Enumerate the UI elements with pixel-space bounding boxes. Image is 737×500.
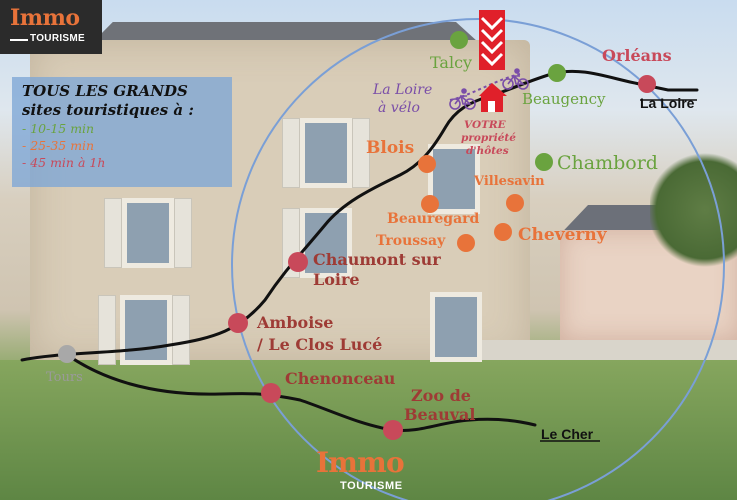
shutter bbox=[172, 295, 190, 365]
label-beauval-2: Beauval bbox=[404, 405, 475, 424]
label-blois: Blois bbox=[366, 138, 414, 158]
loire-route bbox=[20, 69, 699, 362]
label-cheverny: Cheverny bbox=[518, 225, 608, 245]
bicycle-icon bbox=[502, 68, 529, 90]
label-velo-2: à vélo bbox=[378, 100, 420, 116]
house-marker-icon bbox=[479, 83, 507, 112]
marker-beauregard bbox=[421, 195, 439, 213]
label-amboise-2: / Le Clos Lucé bbox=[257, 335, 382, 354]
label-beauval-1: Zoo de bbox=[411, 386, 471, 405]
legend-title-2: sites touristiques à : bbox=[22, 101, 194, 119]
label-beaugency: Beaugency bbox=[522, 90, 606, 108]
tree bbox=[650, 150, 737, 270]
property-line-2: propriété bbox=[461, 132, 516, 144]
label-talcy: Talcy bbox=[430, 53, 472, 72]
marker-villesavin bbox=[506, 194, 524, 212]
marker-cheverny bbox=[494, 223, 512, 241]
marker-orleans bbox=[638, 75, 656, 93]
marker-amboise bbox=[228, 313, 248, 333]
label-beauregard: Beauregard bbox=[387, 211, 480, 227]
travel-radius-circle bbox=[231, 18, 725, 500]
brand-logo-bottom: Immo TOURISME bbox=[312, 446, 426, 500]
label-chenonceau: Chenonceau bbox=[285, 369, 396, 388]
legend-item-red: - 45 min à 1h bbox=[22, 155, 106, 170]
legend-item-green: - 10-15 min bbox=[22, 121, 95, 136]
label-chaumont-2: Loire bbox=[313, 270, 360, 289]
label-river-cher: Le Cher bbox=[541, 426, 594, 442]
marker-beaugency bbox=[548, 64, 566, 82]
marker-talcy bbox=[450, 31, 468, 49]
label-velo-1: La Loire bbox=[372, 82, 432, 98]
label-chambord: Chambord bbox=[557, 152, 658, 174]
brand-name: Immo bbox=[10, 5, 80, 31]
label-river-loire: La Loire bbox=[640, 95, 695, 111]
brand-divider bbox=[10, 39, 28, 41]
window bbox=[120, 295, 172, 365]
shutter bbox=[174, 198, 192, 268]
marker-beauval bbox=[383, 420, 403, 440]
marker-chenonceau bbox=[261, 383, 281, 403]
chevron-down-icon bbox=[479, 10, 505, 70]
window bbox=[430, 292, 482, 362]
marker-blois bbox=[418, 155, 436, 173]
shutter bbox=[352, 118, 370, 188]
brand-name-bottom: Immo bbox=[316, 446, 405, 479]
window bbox=[300, 118, 352, 188]
legend-box: TOUS LES GRANDS sites touristiques à : -… bbox=[12, 77, 232, 187]
brand-logo: Immo TOURISME bbox=[0, 0, 102, 54]
brand-sub: TOURISME bbox=[30, 33, 85, 44]
shutter bbox=[282, 118, 300, 188]
label-troussay: Troussay bbox=[376, 233, 446, 249]
label-villesavin: Villesavin bbox=[473, 174, 545, 189]
label-orleans: Orléans bbox=[602, 46, 672, 65]
property-line-1: VOTRE bbox=[464, 119, 507, 131]
shutter bbox=[98, 295, 116, 365]
brand-sub-bottom: TOURISME bbox=[340, 480, 403, 492]
legend-title-1: TOUS LES GRANDS bbox=[22, 82, 188, 100]
cher-route bbox=[64, 352, 537, 433]
marker-tours bbox=[58, 345, 76, 363]
legend-item-orange: - 25-35 min bbox=[22, 138, 95, 153]
property-line-3: d'hôtes bbox=[466, 145, 509, 157]
label-tours: Tours bbox=[46, 370, 83, 385]
marker-troussay bbox=[457, 234, 475, 252]
window bbox=[122, 198, 174, 268]
bicycle-icon bbox=[449, 88, 476, 110]
label-chaumont-1: Chaumont sur bbox=[313, 250, 441, 269]
marker-chaumont bbox=[288, 252, 308, 272]
label-amboise-1: Amboise bbox=[256, 313, 333, 332]
marker-chambord bbox=[535, 153, 553, 171]
shutter bbox=[104, 198, 122, 268]
